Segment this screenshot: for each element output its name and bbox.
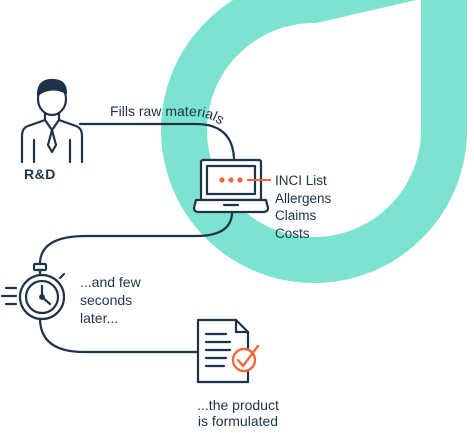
status-dots	[219, 177, 243, 183]
drop-shape	[161, 0, 467, 283]
result-line: ...the product	[197, 397, 279, 413]
timing-text: ...and few seconds later...	[80, 273, 141, 327]
output-item: Allergens	[275, 190, 332, 206]
flow-line	[38, 122, 236, 354]
timing-line: ...and few	[80, 274, 141, 290]
stopwatch-icon	[0, 262, 66, 321]
outputs-list: INCI List Allergens Claims Costs	[275, 172, 331, 242]
output-item: Claims	[275, 208, 317, 223]
timing-line: seconds	[80, 292, 133, 308]
output-item: Costs	[275, 225, 310, 241]
laptop-icon	[192, 158, 270, 214]
result-line: is formulated	[197, 413, 279, 429]
result-text: ...the product is formulated	[178, 397, 298, 429]
person-icon	[20, 78, 84, 164]
timing-line: later...	[80, 310, 119, 326]
output-item: INCI List	[275, 173, 327, 188]
checkmark-icon	[231, 344, 260, 373]
actor-label: R&D	[24, 166, 56, 182]
